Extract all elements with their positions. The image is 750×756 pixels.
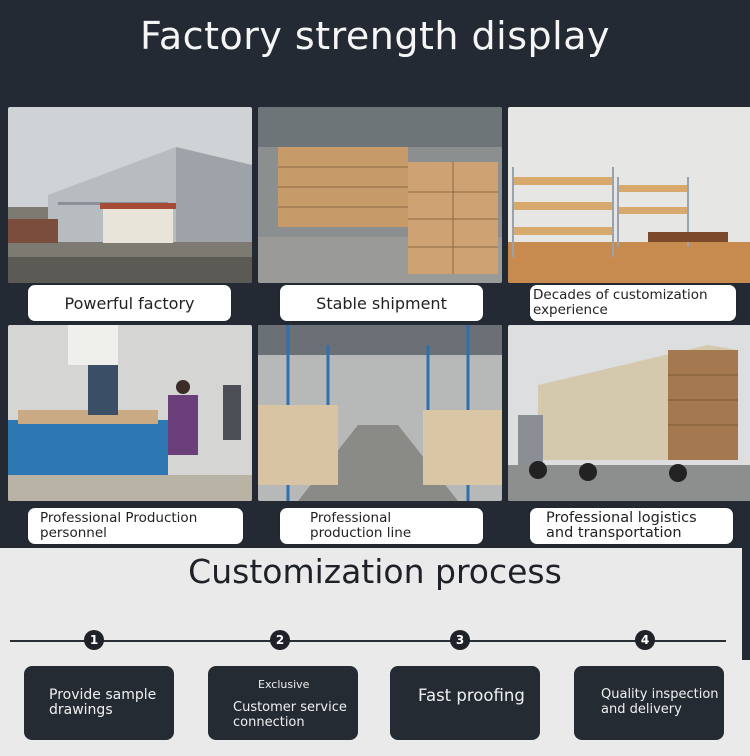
- tile-label-line: experience: [533, 302, 608, 318]
- step-text-line: Quality inspection: [601, 687, 719, 702]
- warehouse-boxes-photo: [258, 107, 502, 283]
- tile-label-text: Stable shipment: [316, 293, 447, 313]
- step-text-line: and delivery: [601, 702, 682, 717]
- step-text-line: Customer service: [233, 700, 347, 715]
- step-text-line: Provide sample: [49, 687, 157, 703]
- process-title: Customization process: [188, 552, 562, 591]
- step-text: Customer service connection: [233, 700, 347, 730]
- tile-label-production-line: Professional production line: [280, 508, 483, 544]
- step-text: Quality inspection and delivery: [601, 687, 719, 717]
- tile-label-production-personnel: Professional Production personnel: [28, 508, 243, 544]
- step-number-badge: 1: [84, 630, 104, 650]
- step-card-quality-delivery: Quality inspection and delivery: [574, 666, 724, 740]
- step-text-line: drawings: [49, 702, 113, 718]
- step-card-fast-proofing: Fast proofing: [390, 666, 540, 740]
- step-number-badge: 2: [270, 630, 290, 650]
- process-timeline: [10, 640, 726, 642]
- tile-label-text: Professional production line: [310, 511, 411, 541]
- tile-label-line: Professional Production: [40, 510, 198, 526]
- step-text-line: connection: [233, 715, 305, 730]
- tile-label-line: Professional: [310, 510, 392, 526]
- step-number-badge: 4: [635, 630, 655, 650]
- tile-label-line: production line: [310, 525, 412, 541]
- step-card-sample-drawings: Provide sample drawings: [24, 666, 174, 740]
- tile-label-line: Decades of customization: [533, 287, 708, 303]
- tile-label-text: Professional logistics and transportatio…: [546, 511, 697, 541]
- logistics-truck-photo: [508, 325, 750, 501]
- showroom-shelves-photo: [508, 107, 750, 283]
- step-tag: Exclusive: [258, 678, 310, 691]
- factory-building-photo: [8, 107, 252, 283]
- section-title: Factory strength display: [140, 14, 610, 58]
- tile-label-line: and transportation: [546, 525, 682, 541]
- tile-label-text: Decades of customization experience: [533, 288, 708, 318]
- step-number-badge: 3: [450, 630, 470, 650]
- tile-label-line: Professional logistics: [546, 510, 697, 526]
- step-text: Fast proofing: [418, 686, 525, 705]
- tile-label-powerful-factory: Powerful factory: [28, 285, 231, 321]
- tile-label-customization-experience: Decades of customization experience: [530, 285, 736, 321]
- tile-label-logistics: Professional logistics and transportatio…: [530, 508, 733, 544]
- production-line-photo: [258, 325, 502, 501]
- step-text: Provide sample drawings: [49, 688, 156, 718]
- tile-label-stable-shipment: Stable shipment: [280, 285, 483, 321]
- edge-strip: [742, 548, 750, 660]
- tile-label-text: Powerful factory: [64, 293, 195, 313]
- step-card-customer-service: Exclusive Customer service connection: [208, 666, 358, 740]
- tile-label-line: personnel: [40, 525, 107, 541]
- production-personnel-photo: [8, 325, 252, 501]
- tile-label-text: Professional Production personnel: [40, 511, 197, 541]
